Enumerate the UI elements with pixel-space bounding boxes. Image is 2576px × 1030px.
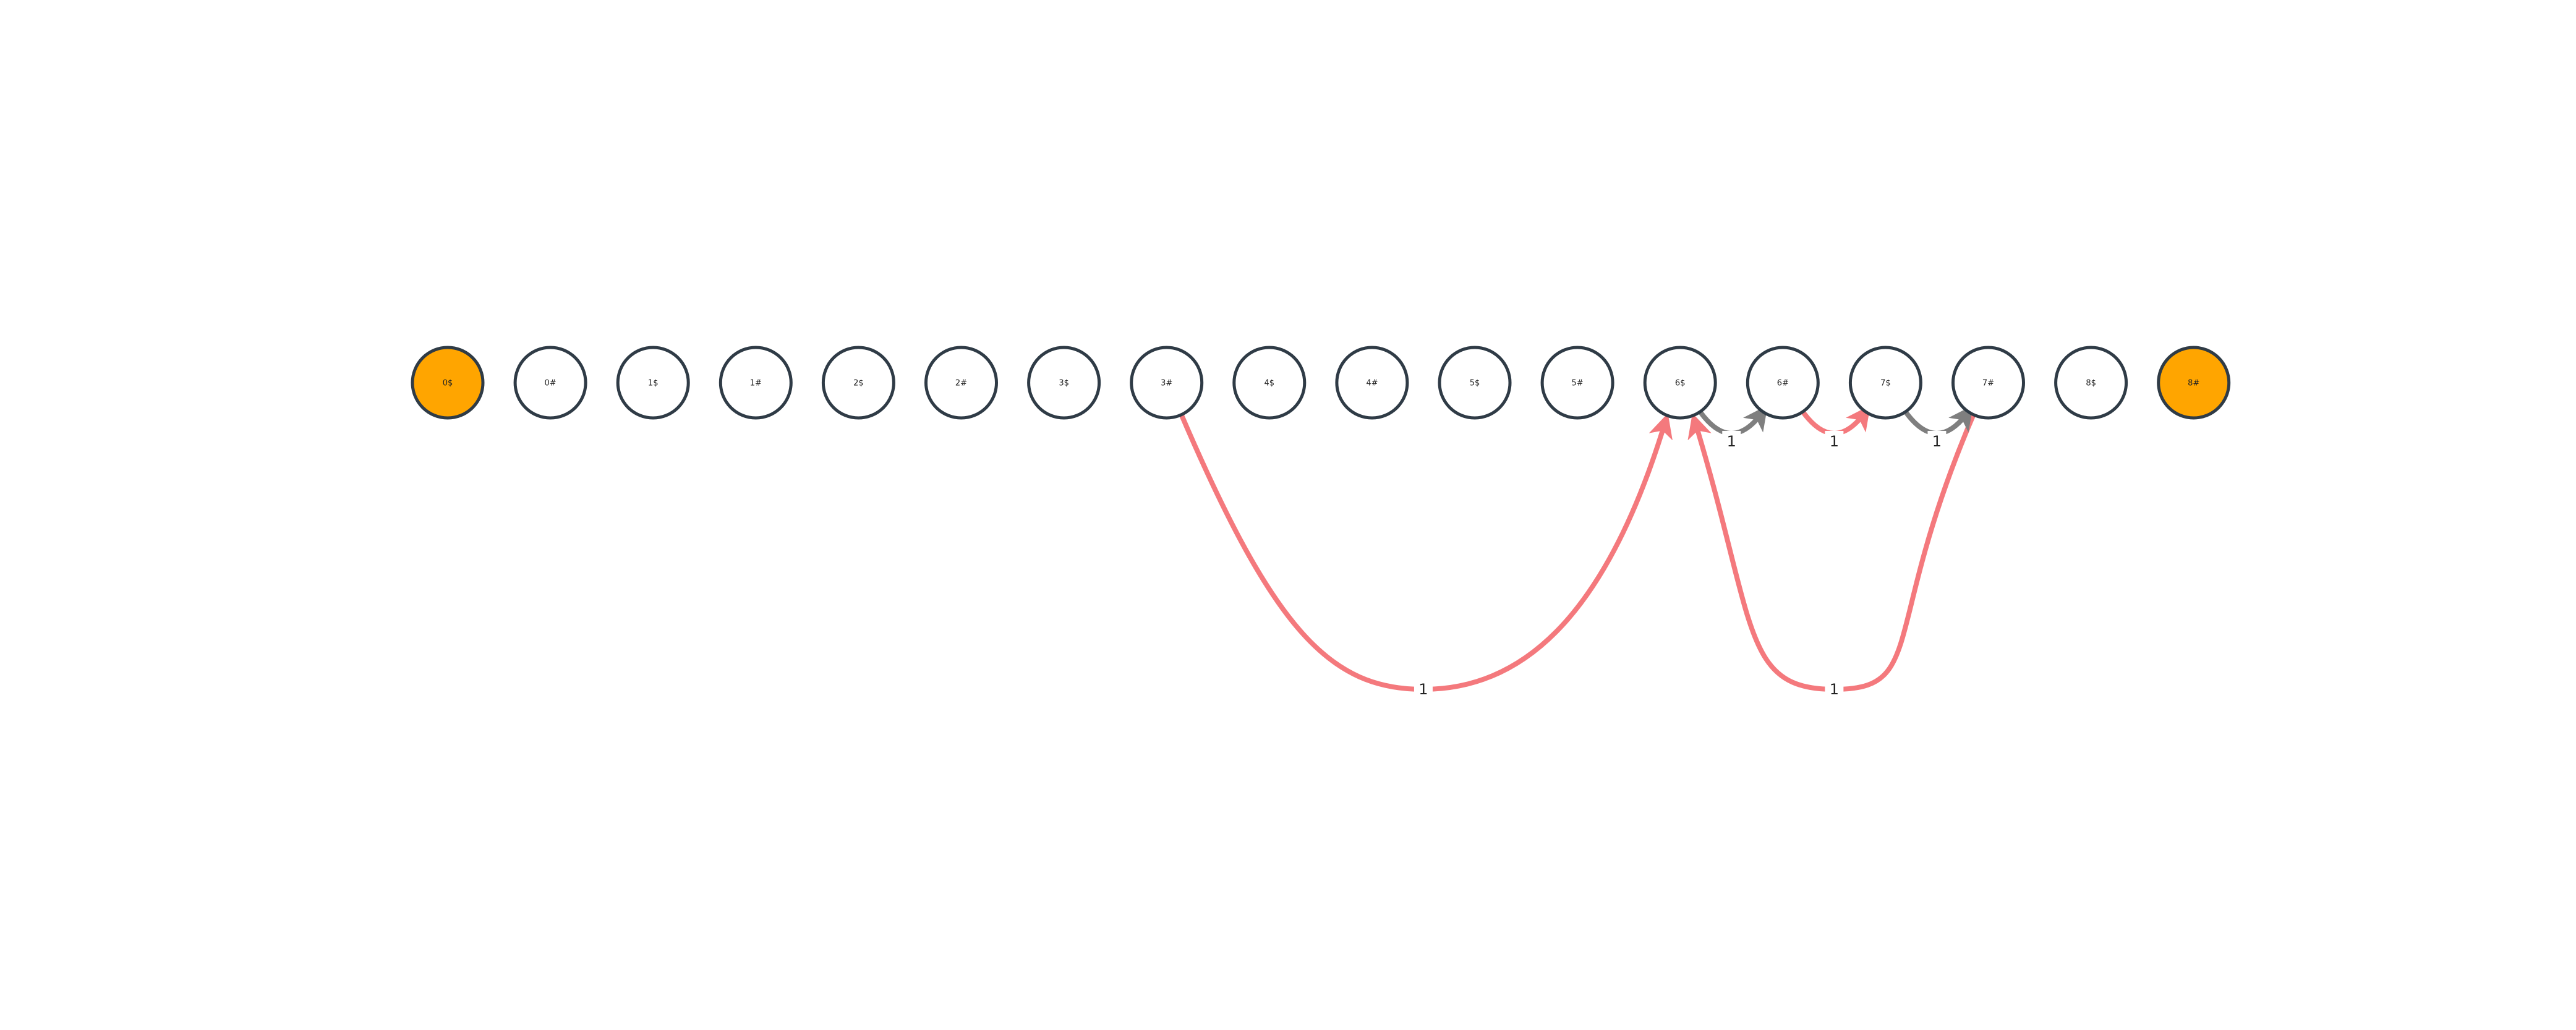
node-label: 7# — [1982, 379, 1994, 388]
node-circle — [1027, 346, 1101, 420]
edge-label-bg — [1927, 431, 1947, 452]
edge-7-dollar-to-7-hash: 1 — [1903, 405, 1974, 452]
node-8-hash: 8# — [2157, 346, 2231, 420]
node-5-dollar: 5$ — [1438, 346, 1512, 420]
node-6-hash: 6# — [1746, 346, 1820, 420]
edge-3-hash-to-6-dollar: 1 — [1179, 412, 1673, 700]
node-3-hash: 3# — [1130, 346, 1204, 420]
node-7-hash: 7# — [1951, 346, 2025, 420]
edge-label-bg — [1825, 679, 1844, 700]
node-circle — [1643, 346, 1717, 420]
node-circle — [924, 346, 998, 420]
node-circle — [1746, 346, 1820, 420]
node-label: 1# — [750, 379, 762, 388]
node-label: 0# — [545, 379, 557, 388]
edge-label: 1 — [1830, 433, 1839, 450]
node-circle — [1335, 346, 1409, 420]
node-8-dollar: 8$ — [2054, 346, 2128, 420]
node-0-hash: 0# — [513, 346, 587, 420]
edge-line — [1179, 412, 1673, 692]
node-label: 3$ — [1059, 379, 1069, 388]
node-5-hash: 5# — [1540, 346, 1614, 420]
node-label: 1$ — [648, 379, 659, 388]
node-circle — [1438, 346, 1512, 420]
node-label: 2# — [955, 379, 967, 388]
node-6-dollar: 6$ — [1643, 346, 1717, 420]
node-label: 4$ — [1265, 379, 1275, 388]
node-circle — [821, 346, 895, 420]
node-4-dollar: 4$ — [1232, 346, 1307, 420]
node-label: 8$ — [2086, 379, 2096, 388]
node-label: 3# — [1161, 379, 1172, 388]
edge-line — [1903, 405, 1974, 436]
edge-label: 1 — [1932, 433, 1942, 450]
edges-layer: 1 1 1 1 1 — [1179, 405, 1976, 700]
edge-label: 1 — [1830, 681, 1839, 698]
edge-line — [1698, 405, 1768, 436]
node-label: 5# — [1572, 379, 1584, 388]
nodes-layer: 0$ 0# 1$ 1# 2$ 2# 3$ 3# 4$ 4# 5$ 5# 6$ 6# 7$ 7# 8$ 8# — [411, 346, 2231, 420]
node-circle — [1540, 346, 1614, 420]
edge-line — [1801, 405, 1870, 436]
node-2-hash: 2# — [924, 346, 998, 420]
node-label: 6# — [1777, 379, 1789, 388]
edge-label-bg — [1414, 679, 1433, 700]
node-circle — [1848, 346, 1922, 420]
node-circle — [513, 346, 587, 420]
node-label: 0$ — [443, 379, 453, 388]
node-circle — [411, 346, 485, 420]
node-1-dollar: 1$ — [616, 346, 690, 420]
node-circle — [616, 346, 690, 420]
node-circle — [719, 346, 793, 420]
node-4-hash: 4# — [1335, 346, 1409, 420]
edge-label: 1 — [1727, 433, 1736, 450]
node-label: 8# — [2188, 379, 2199, 388]
edge-label: 1 — [1418, 681, 1428, 698]
node-circle — [1130, 346, 1204, 420]
node-label: 2$ — [853, 379, 864, 388]
node-label: 5$ — [1470, 379, 1480, 388]
node-label: 6$ — [1675, 379, 1686, 388]
node-circle — [1951, 346, 2025, 420]
edge-label-bg — [1722, 431, 1741, 452]
edge-6-hash-to-7-dollar: 1 — [1801, 405, 1870, 452]
node-3-dollar: 3$ — [1027, 346, 1101, 420]
node-circle — [1232, 346, 1307, 420]
edge-7-hash-to-6-dollar: 1 — [1687, 412, 1976, 700]
edge-line — [1687, 412, 1976, 692]
node-1-hash: 1# — [719, 346, 793, 420]
node-label: 7$ — [1880, 379, 1891, 388]
node-circle — [2157, 346, 2231, 420]
node-label: 4# — [1366, 379, 1378, 388]
node-0-dollar: 0$ — [411, 346, 485, 420]
edge-label-bg — [1825, 431, 1844, 452]
edge-6-dollar-to-6-hash: 1 — [1698, 405, 1768, 452]
node-circle — [2054, 346, 2128, 420]
node-7-dollar: 7$ — [1848, 346, 1922, 420]
node-2-dollar: 2$ — [821, 346, 895, 420]
